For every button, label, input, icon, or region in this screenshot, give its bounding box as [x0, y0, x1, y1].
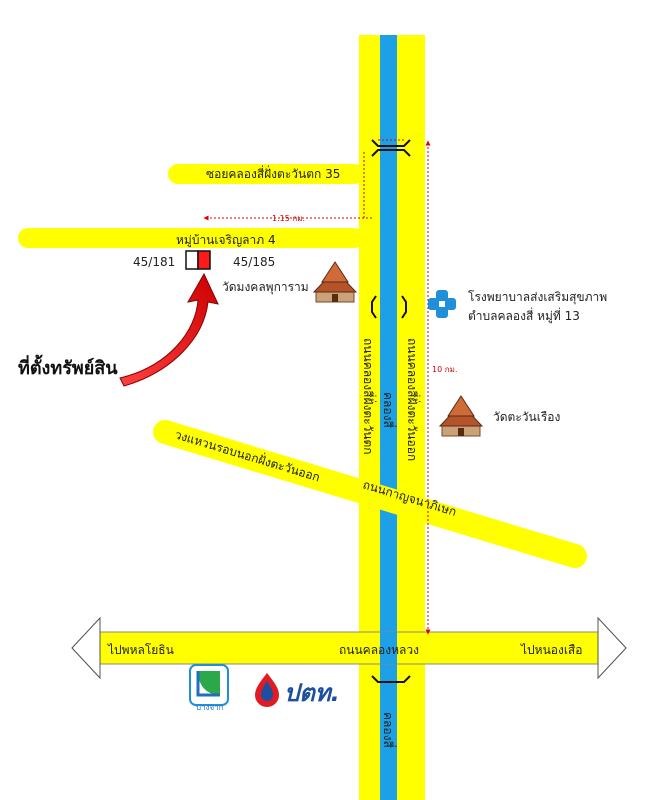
- plot-right-number: 45/185: [233, 255, 275, 269]
- plot-left-box: [185, 250, 199, 270]
- ptt-text: ปตท.: [284, 679, 340, 707]
- temple-icon: [312, 261, 358, 303]
- canal-label-upper: คลองสี่: [381, 392, 397, 428]
- bridge-top: [371, 139, 411, 157]
- hospital-label-line2: ตำบลคลองสี่ หมู่ที่ 13: [468, 307, 580, 324]
- bridge-bottom: [371, 675, 411, 683]
- canal-label-lower: คลองสี่: [381, 712, 397, 748]
- distance-2-label: 10 กม.: [432, 365, 457, 374]
- distance-1-label: 1.15 กม.: [272, 214, 305, 223]
- canal-crossing-luang: [380, 632, 397, 664]
- bridge-mid: [371, 295, 407, 319]
- hospital-cross-icon: [428, 290, 456, 318]
- location-arrow-icon: [119, 272, 219, 387]
- direction-right-label: ไปหนองเสือ: [520, 643, 582, 657]
- temple-1-label: วัดมงคลพุการาม: [222, 280, 309, 295]
- bangchak-text: บางจาก: [196, 703, 224, 712]
- moo-4-road: [18, 228, 364, 248]
- bangchak-logo-icon: [189, 664, 229, 706]
- left-direction-arrow-icon: [71, 616, 101, 680]
- soi-35-road: [168, 164, 364, 184]
- temple-2-label: วัดตะวันเรือง: [493, 410, 560, 424]
- moo-4-label: หมู่บ้านเจริญลาภ 4: [176, 233, 276, 248]
- temple-icon: [438, 395, 484, 437]
- ring-road: [153, 420, 587, 568]
- right-direction-arrow-icon: [597, 616, 627, 680]
- khlong-si-west-label: ถนนคลองสี่ฝั่งตะวันตก: [361, 338, 377, 455]
- hospital-label-line1: โรงพยาบาลส่งเสริมสุขภาพ: [468, 290, 607, 305]
- ptt-logo-icon: [255, 673, 279, 707]
- ring-road-label: วงแหวนรอบนอกฝั่งตะวันออก: [173, 426, 322, 485]
- direction-left-label: ไปพหลโยธิน: [107, 643, 174, 657]
- soi-35-label: ซอยคลองสี่ฝั่งตะวันตก 35: [206, 165, 340, 181]
- plot-left-number: 45/181: [133, 255, 175, 269]
- khlong-si-canal: [380, 35, 397, 800]
- khlong-luang-label: ถนนคลองหลวง: [339, 643, 419, 657]
- property-location-label: ที่ตั้งทรัพย์สิน: [18, 354, 118, 379]
- plot-right-box: [197, 250, 211, 270]
- khlong-si-east-label: ถนนคลองสี่ฝั่งตะวันออก: [405, 338, 421, 461]
